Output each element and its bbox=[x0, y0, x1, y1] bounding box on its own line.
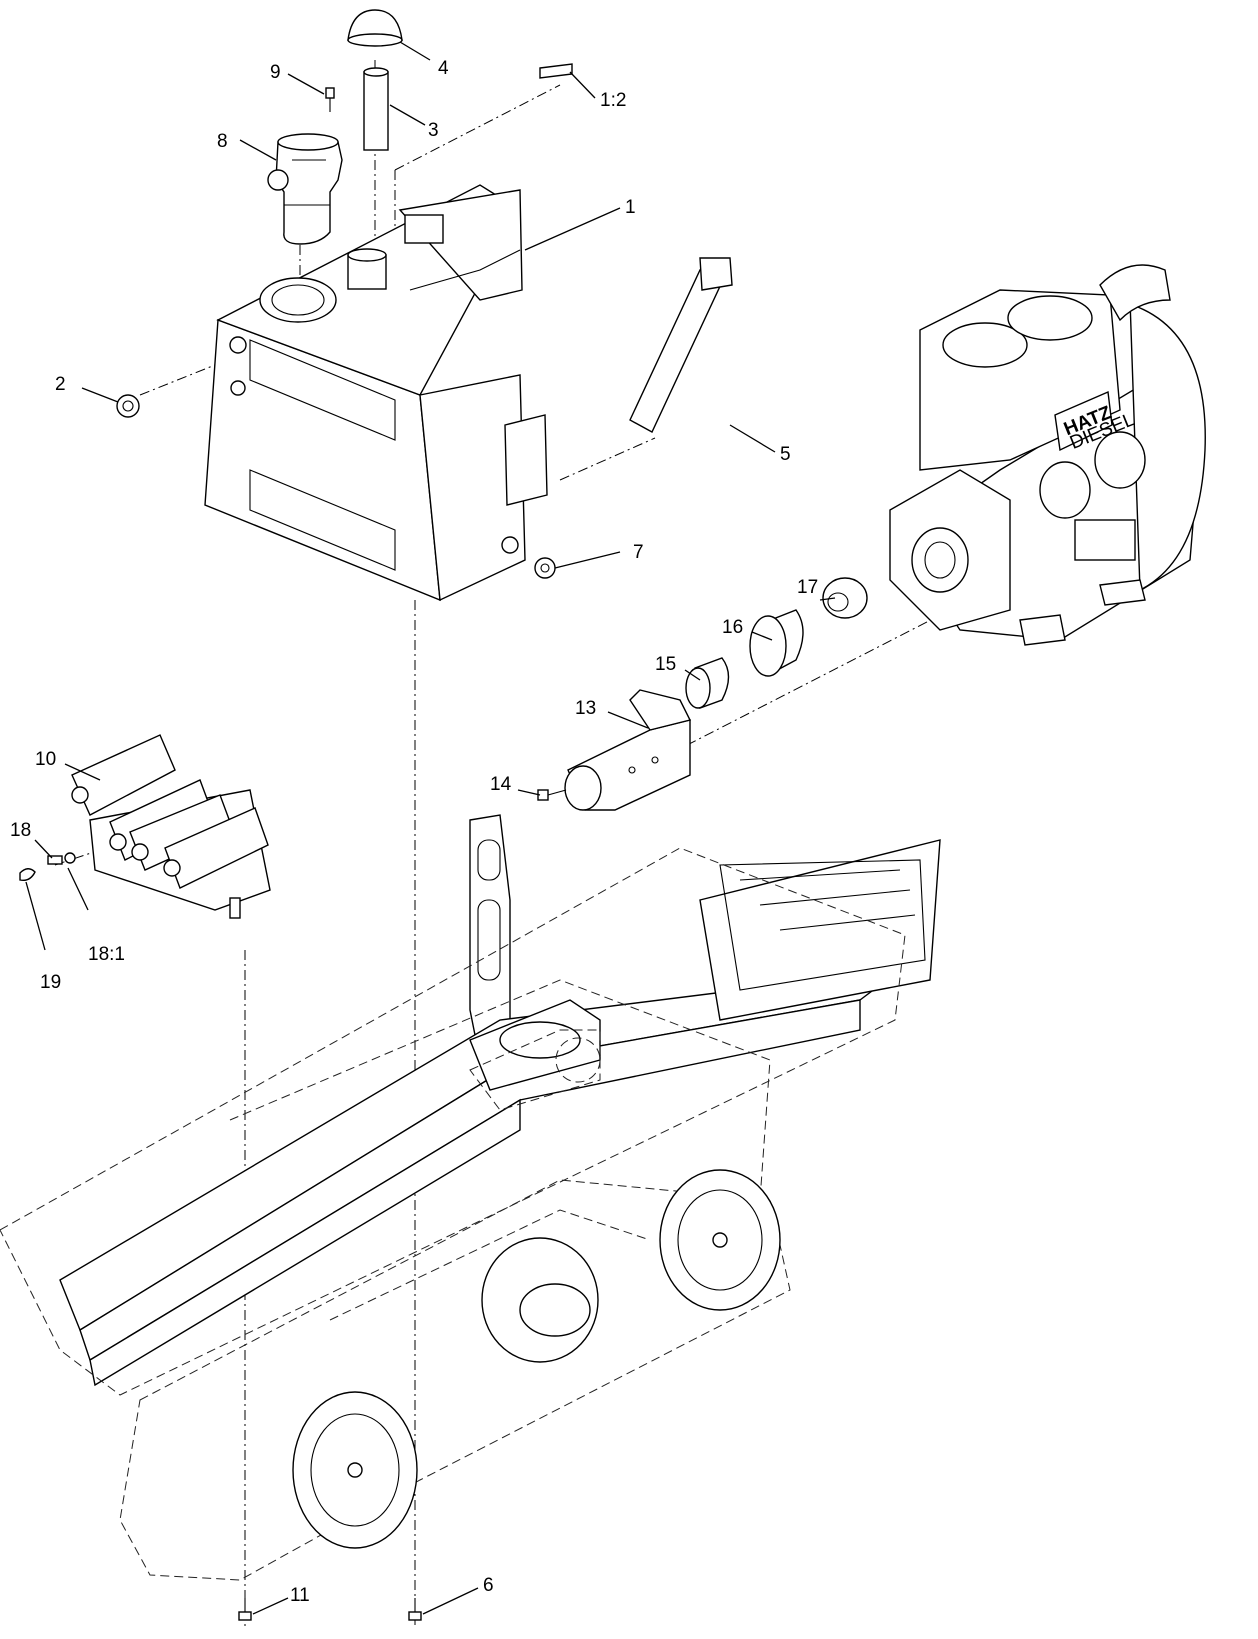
hydraulic-pump bbox=[564, 689, 692, 811]
spacer-ring bbox=[822, 577, 868, 619]
return-filter bbox=[267, 133, 343, 245]
callout-18-1: 18:1 bbox=[88, 944, 125, 965]
hydraulic-tank bbox=[204, 184, 548, 602]
valve-manifold bbox=[71, 734, 271, 919]
bottom-bolt-tank bbox=[408, 1598, 422, 1621]
chassis-frame bbox=[59, 814, 941, 1387]
callout-labels: 1 1:2 2 3 4 5 6 7 8 9 10 11 13 14 15 16 … bbox=[10, 58, 818, 1606]
leader-lines bbox=[25, 41, 836, 1615]
callout-18: 18 bbox=[10, 820, 31, 841]
coupling-hub bbox=[685, 657, 730, 709]
plug-right bbox=[534, 557, 556, 579]
callout-8: 8 bbox=[217, 131, 228, 152]
callout-15: 15 bbox=[655, 654, 676, 675]
callout-11: 11 bbox=[290, 1585, 310, 1606]
track-frame-ghost bbox=[0, 847, 906, 1581]
callout-16: 16 bbox=[722, 617, 743, 638]
bottom-bolt-valve bbox=[238, 1598, 252, 1621]
plug-left bbox=[116, 394, 140, 418]
callout-1-2: 1:2 bbox=[600, 90, 626, 111]
strainer-tube bbox=[363, 67, 389, 151]
idler-wheel bbox=[481, 1237, 599, 1363]
callout-19: 19 bbox=[40, 972, 61, 993]
callout-13: 13 bbox=[575, 698, 596, 719]
mounting-bolt bbox=[629, 257, 733, 433]
callout-10: 10 bbox=[35, 749, 56, 770]
decal bbox=[539, 63, 573, 79]
callout-5: 5 bbox=[780, 444, 791, 465]
breather-cap bbox=[347, 9, 403, 47]
callout-2: 2 bbox=[55, 374, 66, 395]
callout-3: 3 bbox=[428, 120, 439, 141]
drive-motor-front bbox=[292, 1391, 418, 1549]
coupling-housing bbox=[749, 609, 804, 677]
callout-7: 7 bbox=[633, 542, 644, 563]
screw bbox=[325, 87, 335, 112]
engine: HATZ DIESEL bbox=[889, 264, 1206, 646]
callout-4: 4 bbox=[438, 58, 449, 79]
solenoid-coils bbox=[71, 734, 269, 889]
callout-17: 17 bbox=[797, 577, 818, 598]
callout-14: 14 bbox=[490, 774, 512, 795]
fittings bbox=[19, 852, 76, 882]
callout-9: 9 bbox=[270, 62, 281, 83]
pump-bolt bbox=[537, 789, 567, 801]
installed-pump-ghost bbox=[469, 1029, 601, 1111]
drive-motor-rear bbox=[659, 1169, 781, 1311]
callout-6: 6 bbox=[483, 1575, 494, 1596]
callout-1: 1 bbox=[625, 197, 636, 218]
